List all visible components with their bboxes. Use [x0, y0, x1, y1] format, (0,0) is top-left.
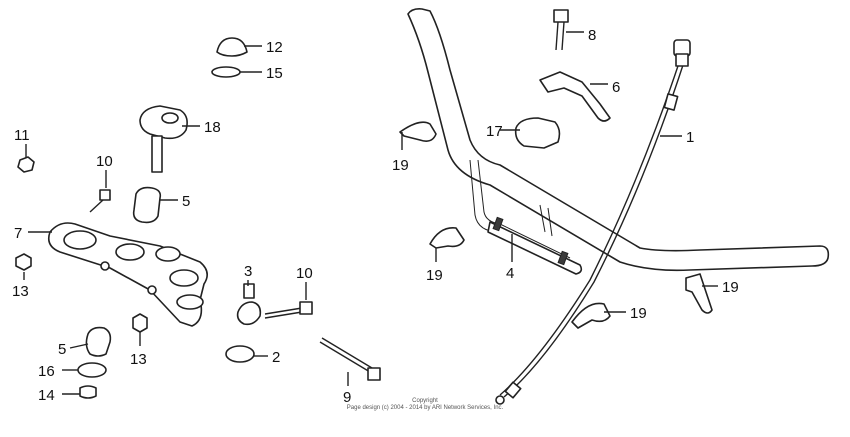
- handlebar-holder-lower: [139, 105, 188, 173]
- callout-1: 1: [686, 129, 694, 146]
- handlebar: [407, 8, 830, 275]
- clamp-19-right: [685, 273, 713, 314]
- grommet-2: [225, 345, 255, 363]
- part-3-bushing: [236, 283, 262, 326]
- nut-13-left: [15, 253, 32, 271]
- callout-10-right: 10: [296, 265, 313, 282]
- callout-16: 16: [38, 363, 55, 380]
- washer-16: [77, 362, 107, 378]
- callout-11: 11: [14, 127, 30, 144]
- callout-5-upper: 5: [182, 193, 190, 210]
- callout-17: 17: [486, 123, 503, 140]
- callout-19-left: 19: [426, 267, 443, 284]
- callout-2: 2: [272, 349, 280, 366]
- callout-4: 4: [506, 265, 514, 282]
- callout-9: 9: [343, 389, 351, 406]
- leader-lines: [23, 31, 718, 395]
- clamp-19-bottom: [571, 302, 611, 329]
- callout-18: 18: [204, 119, 221, 136]
- callout-13-left: 13: [12, 283, 29, 300]
- top-bridge: [47, 222, 208, 327]
- bolt-9: [319, 337, 381, 381]
- holder-upper-17: [514, 117, 561, 149]
- callout-7: 7: [14, 225, 22, 242]
- callout-13-center: 13: [130, 351, 147, 368]
- callout-10-left: 10: [96, 153, 113, 170]
- callout-19-bottom: 19: [630, 305, 647, 322]
- clamp-19-upper: [399, 121, 437, 142]
- callout-labels: 1 2 3 4 5 5 6 7 8 9 10 10 11 12 13 13 14…: [12, 27, 739, 406]
- bolt-8: [553, 9, 569, 51]
- copyright-notice: Copyright Page design (c) 2004 - 2014 by…: [0, 398, 850, 412]
- callout-3: 3: [244, 263, 252, 280]
- callout-19-upper: 19: [392, 157, 409, 174]
- nut-11: [17, 156, 35, 173]
- bolt-10-right: [264, 301, 313, 319]
- rubber-5-upper: [132, 186, 162, 224]
- callout-6: 6: [612, 79, 620, 96]
- copyright-line-2: Page design (c) 2004 - 2014 by ARI Netwo…: [346, 405, 504, 411]
- clamp-19-left: [429, 227, 465, 249]
- callout-12: 12: [266, 39, 283, 56]
- callout-5-lower: 5: [58, 341, 66, 358]
- callout-15: 15: [266, 65, 283, 82]
- washer-15: [211, 66, 241, 78]
- callout-8: 8: [588, 27, 596, 44]
- bolt-10-left: [89, 189, 111, 213]
- nut-14: [79, 385, 97, 399]
- bracket-6: [539, 71, 611, 122]
- nut-13-center: [132, 313, 148, 333]
- copyright-line-1: Copyright: [412, 398, 438, 404]
- callout-19-right: 19: [722, 279, 739, 296]
- callout-14: 14: [38, 387, 55, 404]
- cap-12: [216, 37, 248, 57]
- clutch-cable: [495, 39, 691, 405]
- rubber-5-lower: [85, 326, 112, 357]
